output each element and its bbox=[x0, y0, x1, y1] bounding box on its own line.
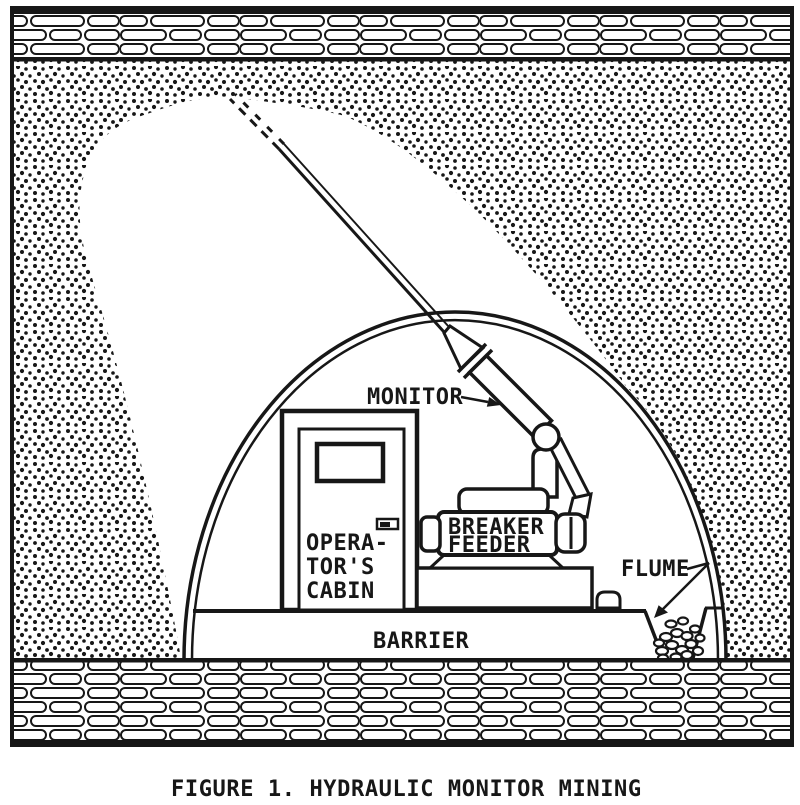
water-jet-stream bbox=[277, 143, 450, 334]
door-handle-grip bbox=[380, 522, 390, 527]
flume-arrowhead-icon bbox=[654, 605, 668, 618]
left-lug bbox=[419, 515, 442, 553]
monitor-arrowhead-icon bbox=[486, 397, 501, 407]
flume-label: FLUME bbox=[621, 557, 690, 582]
barrier-label: BARRIER bbox=[373, 629, 469, 654]
right-border-line bbox=[790, 6, 794, 747]
cabin-label-line3: CABIN bbox=[306, 579, 375, 604]
monitor-callout: MONITOR bbox=[367, 385, 501, 410]
flume-callout: FLUME bbox=[621, 557, 710, 618]
monitor-collar bbox=[456, 342, 494, 380]
machine-step bbox=[595, 590, 622, 610]
tunnel-arch-inner bbox=[190, 318, 720, 661]
monitor-strut-foot bbox=[567, 492, 593, 519]
breaker-feeder-machine: BREAKER FEEDER bbox=[415, 324, 622, 610]
flume-arrow-dash bbox=[686, 561, 710, 571]
operators-cabin: OPERA- TOR'S CABIN bbox=[279, 408, 420, 613]
monitor-arrow bbox=[460, 395, 489, 404]
figure-caption: FIGURE 1. HYDRAULIC MONITOR MINING bbox=[171, 777, 642, 802]
floor-strata-band bbox=[10, 658, 794, 747]
roof-strata-band bbox=[10, 6, 794, 62]
left-border-line bbox=[10, 6, 14, 747]
water-jet-spray-dashes bbox=[228, 92, 286, 151]
cabin-label-line1: OPERA- bbox=[306, 531, 388, 556]
flume-arrow bbox=[659, 562, 710, 613]
monitor-base-platform bbox=[415, 566, 594, 610]
cabin-label-line2: TOR'S bbox=[306, 555, 375, 580]
breaker-feeder-label-line2: FEEDER bbox=[448, 533, 531, 558]
cabin-window bbox=[314, 441, 386, 484]
monitor-ball-joint bbox=[531, 422, 561, 452]
breaker-feeder-label-line1: BREAKER bbox=[448, 515, 544, 540]
monitor-label: MONITOR bbox=[367, 385, 463, 410]
